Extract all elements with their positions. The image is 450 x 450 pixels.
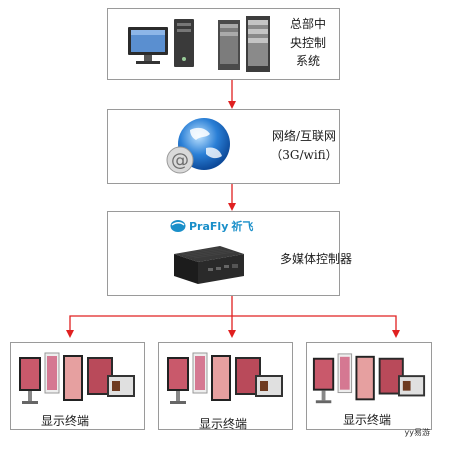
hq-label-line-2: 央控制 xyxy=(289,35,326,50)
desktop-computer-icon xyxy=(128,19,194,67)
arrowhead-network xyxy=(228,101,236,109)
controller-device-icon xyxy=(174,246,244,284)
arrowhead-terminal-center xyxy=(228,330,236,338)
prafly-brand-en: PraFly xyxy=(189,219,229,233)
arrowhead-terminal-right xyxy=(392,330,400,338)
arrowhead-controller xyxy=(228,203,236,211)
branch-line xyxy=(69,315,397,332)
display-terminals-icon xyxy=(312,353,426,404)
hq-label-line-1: 总部中 xyxy=(289,17,326,31)
network-label: 网络/互联网 （3G/wifi） xyxy=(268,127,340,164)
terminal-box-1: 显示终端 xyxy=(10,342,145,430)
watermark: yy易游 xyxy=(404,428,430,437)
display-terminals-icon xyxy=(167,352,283,404)
globe-at-icon: @ xyxy=(166,118,230,174)
controller-label: 多媒体控制器 xyxy=(280,252,353,266)
network-box: @ 网络/互联网 （3G/wifi） xyxy=(107,109,340,184)
hq-control-box: 总部中 央控制 系统 xyxy=(107,8,340,80)
arrowhead-terminal-left xyxy=(66,330,74,338)
prafly-logo-mark-icon xyxy=(170,220,186,232)
prafly-brand-cn: 祈飞 xyxy=(231,220,254,233)
network-label-line-2: （3G/wifi） xyxy=(270,147,338,162)
controller-box: PraFly 祈飞 多媒体控制器 xyxy=(107,211,352,296)
terminal-box-2: 显示终端 xyxy=(158,342,293,431)
hq-label: 总部中 央控制 系统 xyxy=(280,15,336,71)
hq-label-line-3: 系统 xyxy=(295,54,320,69)
prafly-logo: PraFly 祈飞 xyxy=(170,218,253,234)
terminal-label-1: 显示终端 xyxy=(41,414,90,428)
terminal-box-3: 显示终端 xyxy=(306,342,432,430)
svg-text:@: @ xyxy=(171,150,189,171)
terminal-label-2: 显示终端 xyxy=(199,417,248,431)
network-label-line-1: 网络/互联网 xyxy=(271,129,337,143)
server-rack-icon xyxy=(218,16,270,72)
terminal-label-3: 显示终端 xyxy=(343,413,392,427)
display-terminals-icon xyxy=(19,352,135,404)
